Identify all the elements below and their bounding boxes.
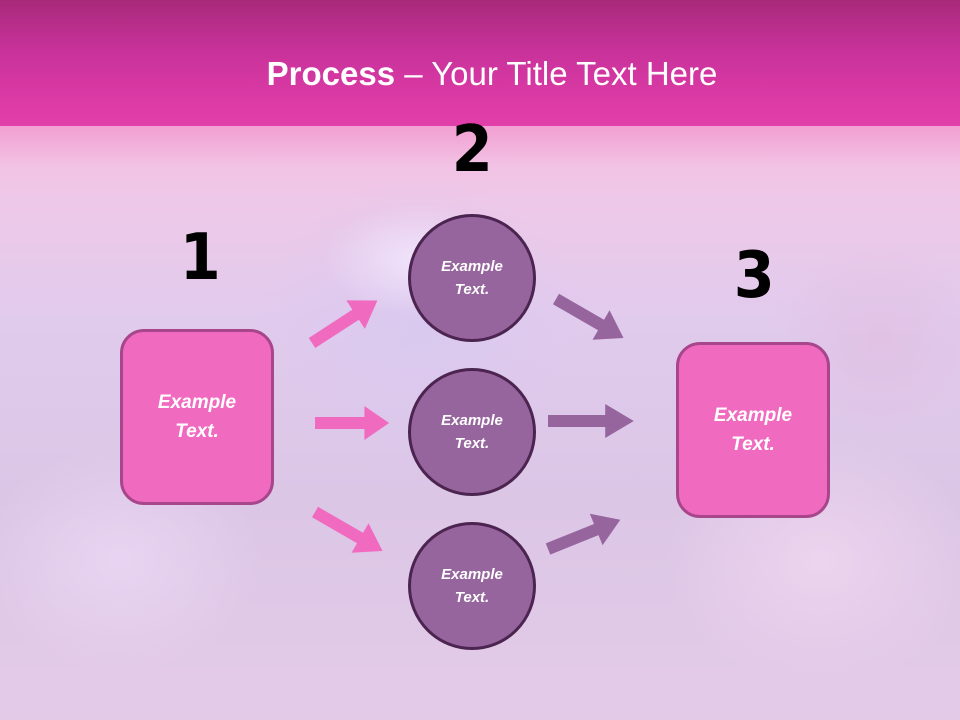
step-number-3: 3 bbox=[733, 239, 775, 313]
step-1-box: Example Text. bbox=[120, 329, 274, 505]
step-1-label-line2: Text. bbox=[175, 421, 219, 442]
step-number-1: 1 bbox=[179, 221, 221, 295]
circle-bottom-label-line2: Text. bbox=[454, 589, 490, 606]
arrow-icon-1-to-bottom bbox=[306, 497, 392, 566]
arrow-icon-bottom-to-3 bbox=[541, 504, 627, 565]
circle-bottom-label-line1: Example bbox=[441, 566, 503, 583]
arrow-icon-1-to-middle bbox=[315, 406, 390, 440]
arrow-icon-1-to-top bbox=[302, 286, 387, 358]
step-number-2: 2 bbox=[451, 113, 493, 187]
step-2-circle-top: Example Text. bbox=[408, 214, 536, 342]
step-3-box: Example Text. bbox=[676, 342, 830, 518]
slide-title: Process – Your Title Text Here bbox=[0, 52, 960, 96]
step-2-circle-bottom: Example Text. bbox=[408, 522, 536, 650]
title-rest: – Your Title Text Here bbox=[395, 55, 718, 92]
arrow-icon-middle-to-3 bbox=[548, 404, 634, 438]
title-bar-fade bbox=[0, 126, 960, 166]
step-3-label-line1: Example bbox=[713, 405, 793, 426]
arrow-icon-top-to-3 bbox=[547, 284, 633, 353]
title-bar bbox=[0, 0, 960, 126]
circle-top-label-line2: Text. bbox=[454, 281, 490, 298]
circle-middle-label-line1: Example bbox=[441, 412, 503, 429]
step-1-label-line1: Example bbox=[157, 392, 237, 413]
circle-middle-label-line2: Text. bbox=[454, 435, 490, 452]
title-bold: Process bbox=[266, 55, 396, 92]
step-3-label-line2: Text. bbox=[731, 434, 775, 455]
circle-top-label-line1: Example bbox=[441, 258, 503, 275]
step-2-circle-middle: Example Text. bbox=[408, 368, 536, 496]
